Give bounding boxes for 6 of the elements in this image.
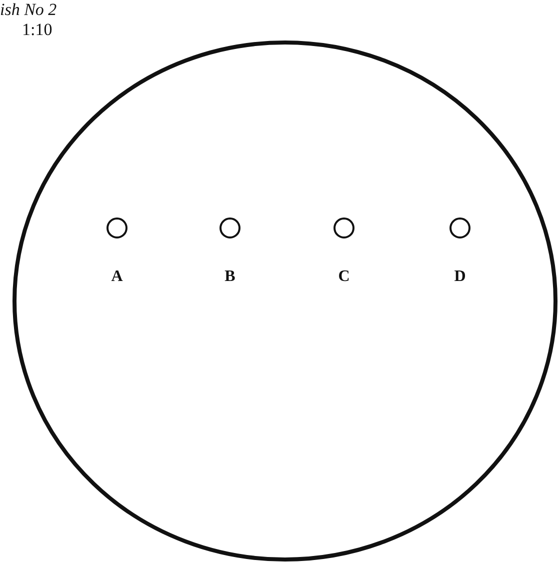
well-label: C: [337, 268, 351, 286]
well-label: A: [110, 268, 124, 286]
dish-title: ish No 2: [0, 0, 57, 20]
scale-label: 1:10: [22, 20, 52, 40]
well-label: D: [453, 268, 467, 286]
well-label: B: [224, 268, 236, 286]
